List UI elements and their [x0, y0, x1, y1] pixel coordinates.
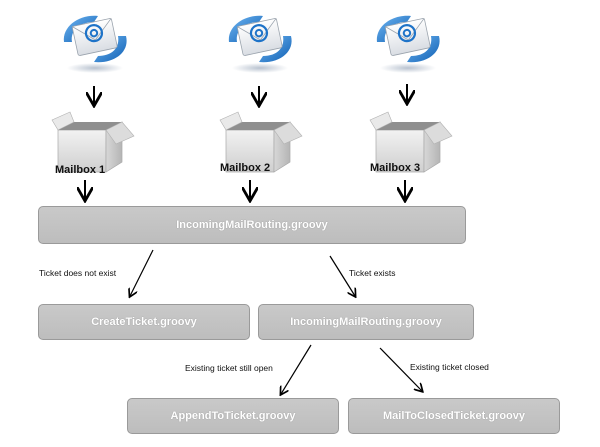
incoming-mail-routing-node: IncomingMailRouting.groovy — [38, 206, 466, 244]
create-ticket-node: CreateTicket.groovy — [38, 304, 250, 340]
incoming-mail-routing-second-node: IncomingMailRouting.groovy — [258, 304, 474, 340]
edge-label-ticket-closed: Existing ticket closed — [410, 362, 489, 372]
edge-label-ticket-exists: Ticket exists — [349, 268, 396, 278]
arrow-routing-to-create — [130, 249, 154, 296]
arrow-routing2-to-append — [281, 344, 312, 394]
append-to-ticket-node: AppendToTicket.groovy — [127, 398, 339, 434]
mailbox-1-label: Mailbox 1 — [55, 164, 106, 176]
edge-label-still-open: Existing ticket still open — [185, 363, 273, 373]
mailbox-2-label: Mailbox 2 — [220, 162, 271, 174]
mail-to-closed-ticket-node: MailToClosedTicket.groovy — [348, 398, 560, 434]
arrow-routing-to-routing2 — [329, 255, 355, 296]
edge-label-ticket-not-exist: Ticket does not exist — [39, 268, 117, 278]
arrow-routing2-to-closed — [379, 347, 422, 391]
mailbox-3-label: Mailbox 3 — [370, 162, 421, 174]
